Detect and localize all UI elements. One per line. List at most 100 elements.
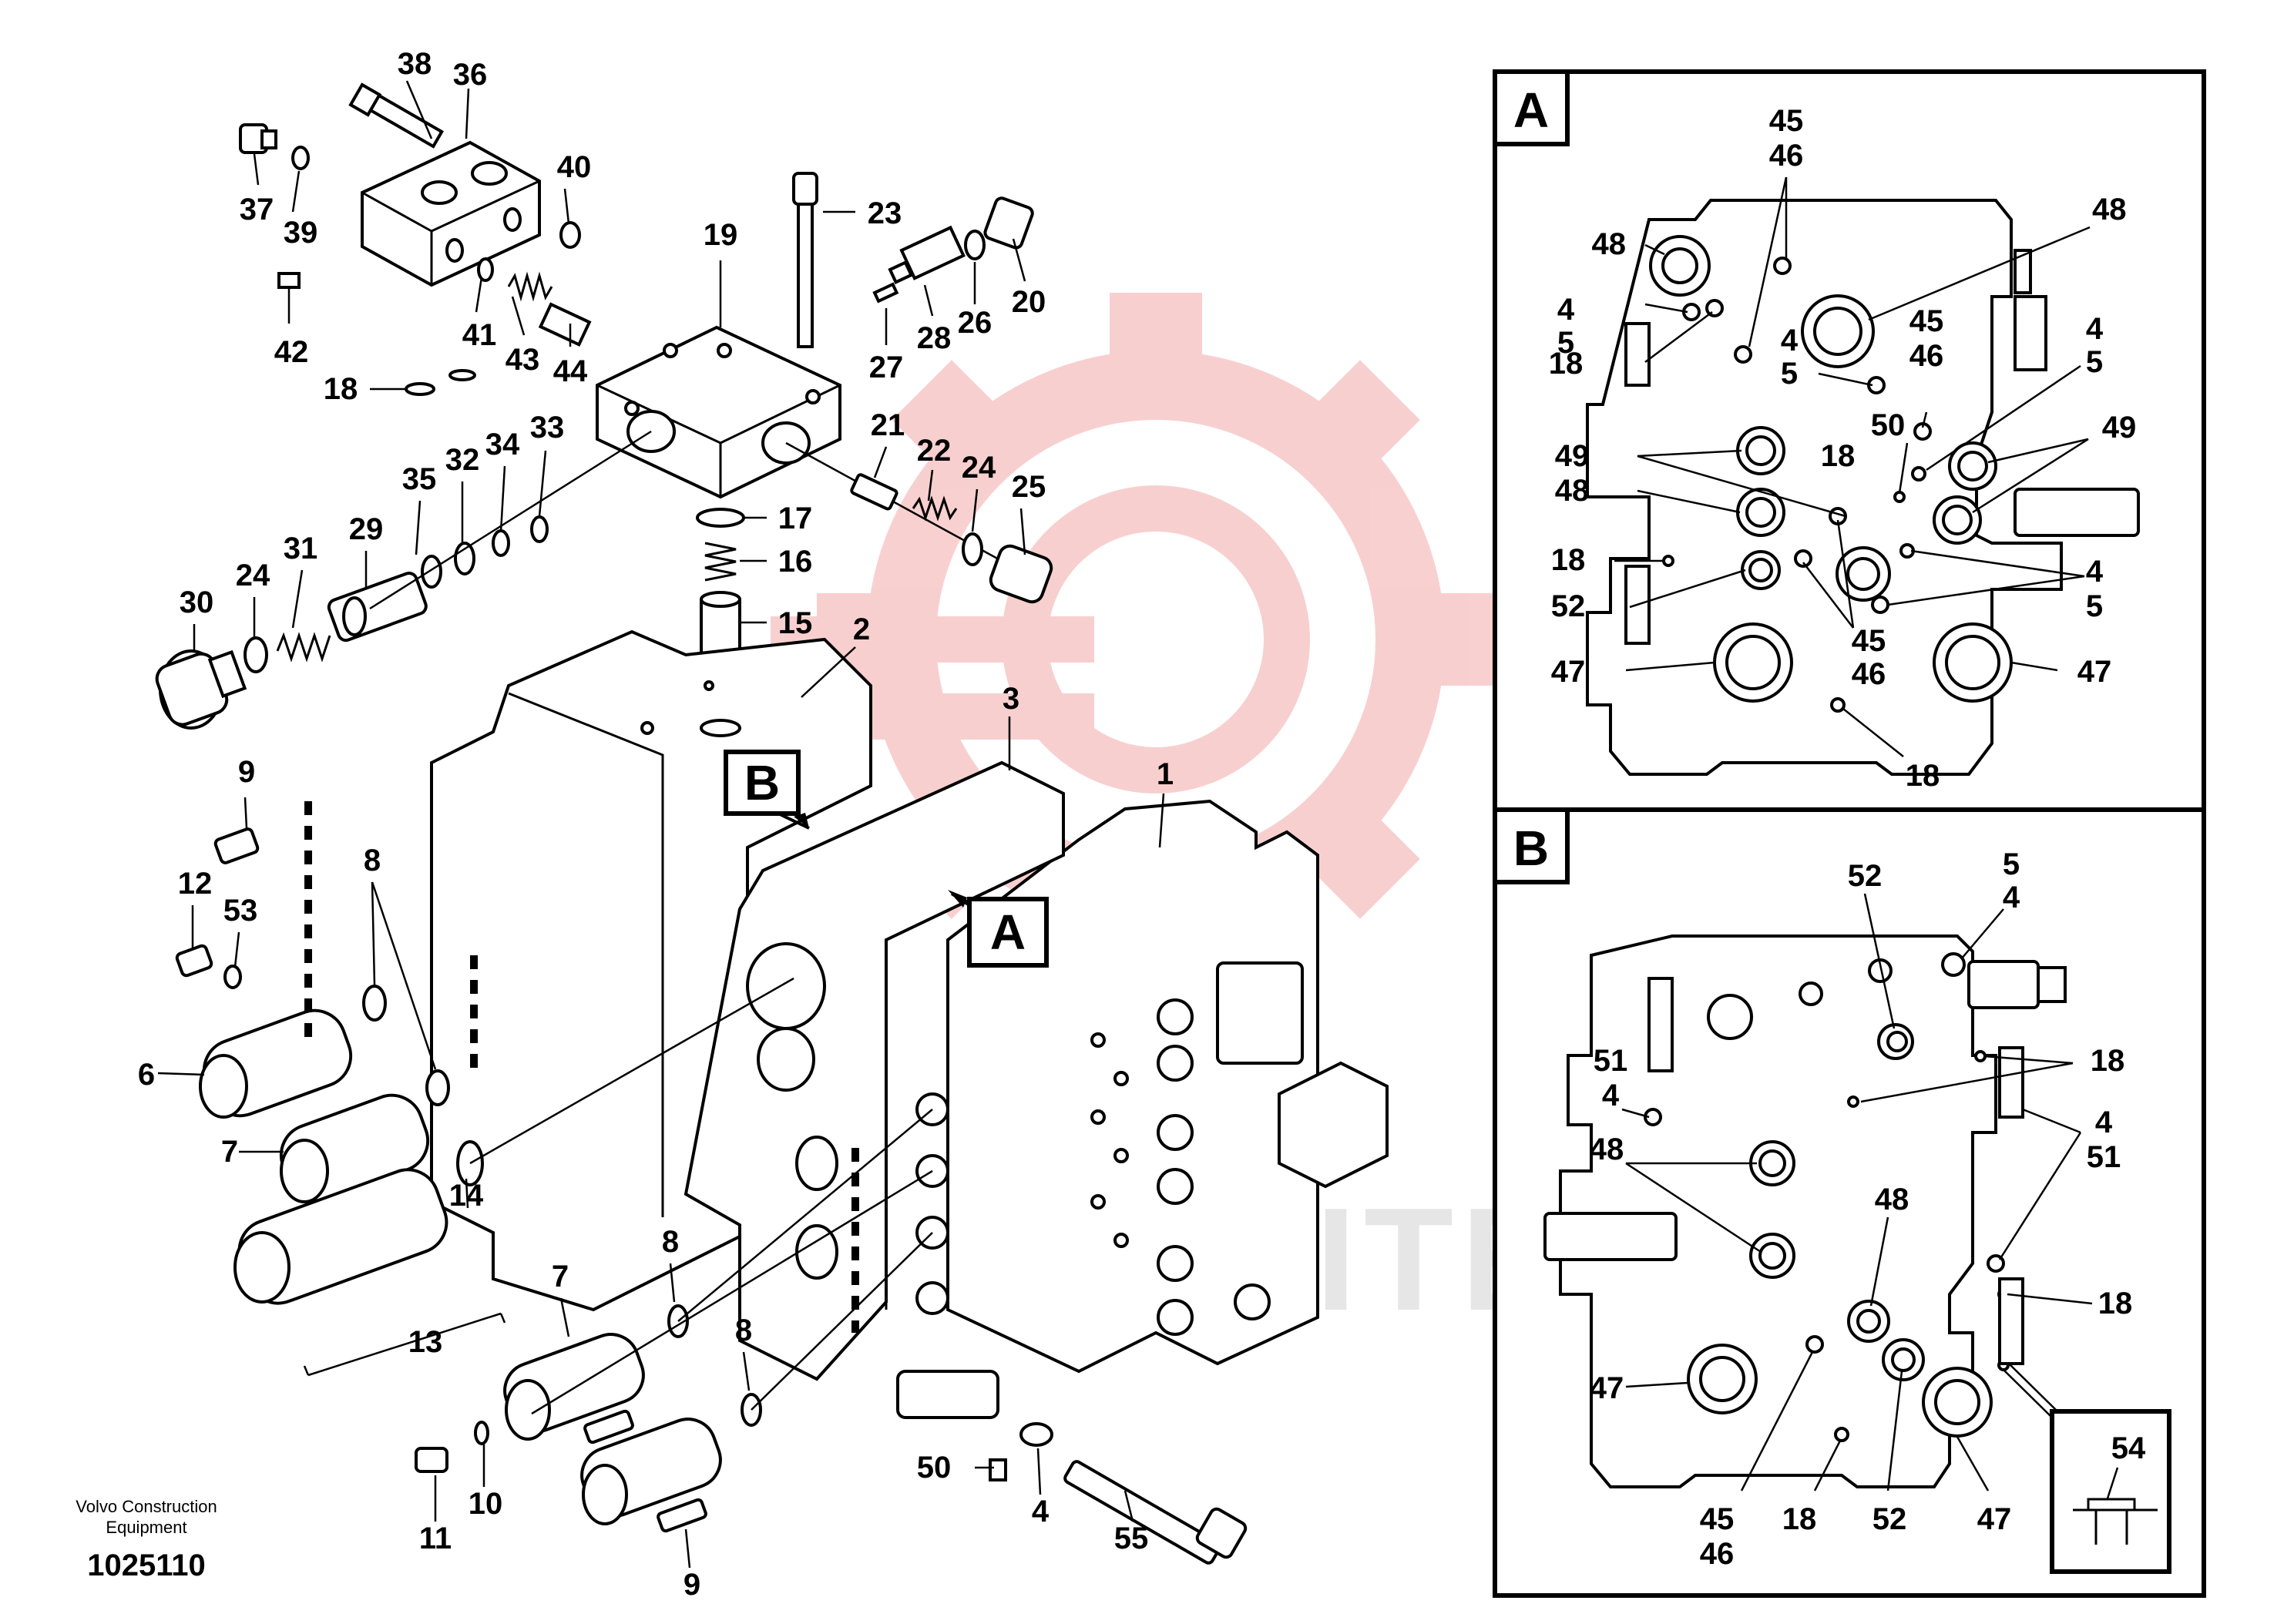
svg-text:46: 46 xyxy=(1852,657,1886,691)
svg-text:22: 22 xyxy=(917,434,952,468)
svg-text:2: 2 xyxy=(853,612,870,646)
svg-text:49: 49 xyxy=(1555,439,1590,473)
axis-line-left xyxy=(369,430,652,610)
detail-a-leaders xyxy=(1614,176,2091,757)
detail-b-label-box xyxy=(1493,807,1570,884)
svg-text:1: 1 xyxy=(1157,757,1174,791)
svg-text:4: 4 xyxy=(2086,555,2104,589)
oring-35 xyxy=(421,555,442,589)
svg-text:4: 4 xyxy=(2086,312,2104,346)
svg-text:11: 11 xyxy=(419,1522,452,1555)
svg-text:5: 5 xyxy=(2086,345,2103,379)
svg-text:25: 25 xyxy=(1012,470,1046,504)
svg-text:43: 43 xyxy=(505,343,540,377)
svg-text:21: 21 xyxy=(871,408,905,442)
svg-text:45: 45 xyxy=(1700,1502,1735,1536)
svg-text:6: 6 xyxy=(138,1058,155,1092)
detail-b-label: B xyxy=(1513,820,1549,876)
svg-text:37: 37 xyxy=(240,193,274,226)
svg-text:48: 48 xyxy=(1875,1183,1909,1216)
svg-text:46: 46 xyxy=(1909,339,1944,373)
svg-text:13: 13 xyxy=(408,1325,443,1359)
detail-a-plate xyxy=(1586,199,2140,776)
svg-text:4: 4 xyxy=(2003,881,2020,914)
svg-text:18: 18 xyxy=(2098,1287,2133,1320)
svg-text:5: 5 xyxy=(1781,357,1798,391)
oring-24b xyxy=(962,532,983,566)
oring-18 xyxy=(405,382,435,396)
footer-company: Volvo Construction Equipment 1025110 xyxy=(76,1497,217,1582)
svg-text:47: 47 xyxy=(2077,655,2112,689)
svg-text:4: 4 xyxy=(1557,293,1575,327)
svg-text:29: 29 xyxy=(349,512,384,546)
oring-8b xyxy=(425,1069,450,1106)
svg-text:30: 30 xyxy=(180,586,214,619)
solenoid-6 xyxy=(199,1008,353,1119)
piston-28 xyxy=(888,225,966,284)
svg-text:3: 3 xyxy=(1003,682,1019,716)
port-labels xyxy=(915,1092,949,1315)
svg-text:45: 45 xyxy=(1909,304,1944,338)
svg-text:19: 19 xyxy=(704,218,738,252)
bracket-13 xyxy=(303,1312,506,1377)
svg-text:Equipment: Equipment xyxy=(106,1518,186,1537)
detail-marker-b: B xyxy=(724,750,810,830)
svg-text:48: 48 xyxy=(2092,193,2127,226)
bolt-9c xyxy=(657,1498,707,1533)
svg-text:47: 47 xyxy=(1590,1371,1624,1405)
svg-text:28: 28 xyxy=(917,321,952,355)
pin-21 xyxy=(850,473,898,511)
svg-text:44: 44 xyxy=(553,354,588,388)
svg-text:7: 7 xyxy=(221,1135,238,1169)
svg-text:18: 18 xyxy=(2091,1044,2125,1078)
plug-11 xyxy=(415,1447,448,1473)
svg-text:55: 55 xyxy=(1114,1522,1149,1555)
solenoid-13 xyxy=(233,1168,448,1305)
inset-54: 54 xyxy=(2003,1363,2171,1574)
svg-text:18: 18 xyxy=(1782,1502,1817,1536)
piston-15 xyxy=(700,591,741,664)
oring-26 xyxy=(964,230,986,260)
valve-29 xyxy=(327,571,428,643)
detail-marker-a: A xyxy=(948,890,1049,968)
svg-text:40: 40 xyxy=(557,150,592,184)
svg-text:24: 24 xyxy=(962,451,996,485)
svg-text:9: 9 xyxy=(683,1568,700,1602)
plug-12 xyxy=(175,944,213,978)
svg-text:54: 54 xyxy=(2111,1431,2146,1465)
detail-b-leaders xyxy=(1621,893,2093,1491)
detail-a-label: A xyxy=(1513,82,1549,138)
svg-text:47: 47 xyxy=(1977,1502,2012,1536)
svg-text:50: 50 xyxy=(1871,408,1906,442)
svg-text:7: 7 xyxy=(552,1260,569,1293)
svg-text:48: 48 xyxy=(1555,474,1590,508)
bolt-23 xyxy=(792,172,818,348)
detail-b-callouts: 5 4 52 51 4 18 48 4 51 48 18 47 45 46 18… xyxy=(1590,847,2133,1571)
svg-text:53: 53 xyxy=(223,894,258,928)
oring-24a xyxy=(244,636,268,673)
svg-text:10: 10 xyxy=(469,1487,503,1521)
oring-34 xyxy=(492,529,510,557)
svg-text:12: 12 xyxy=(178,867,213,901)
svg-text:42: 42 xyxy=(274,335,309,369)
svg-text:15: 15 xyxy=(778,606,813,640)
oring-53 xyxy=(223,965,242,989)
svg-text:14: 14 xyxy=(449,1179,484,1213)
svg-text:4: 4 xyxy=(2095,1106,2113,1139)
spool-44 xyxy=(538,302,592,347)
washer-4 xyxy=(1019,1422,1053,1447)
svg-text:31: 31 xyxy=(284,532,318,565)
svg-text:24: 24 xyxy=(236,559,270,592)
bolt-38 xyxy=(348,82,444,149)
svg-text:8: 8 xyxy=(662,1225,679,1259)
pin-27 xyxy=(872,282,899,304)
svg-text:16: 16 xyxy=(778,545,813,579)
svg-text:45: 45 xyxy=(1852,624,1886,658)
svg-text:20: 20 xyxy=(1012,285,1046,319)
oring-40 xyxy=(559,221,581,249)
svg-text:4: 4 xyxy=(1781,324,1799,357)
svg-text:52: 52 xyxy=(1872,1502,1907,1536)
svg-text:8: 8 xyxy=(364,844,381,877)
svg-text:27: 27 xyxy=(869,351,904,384)
